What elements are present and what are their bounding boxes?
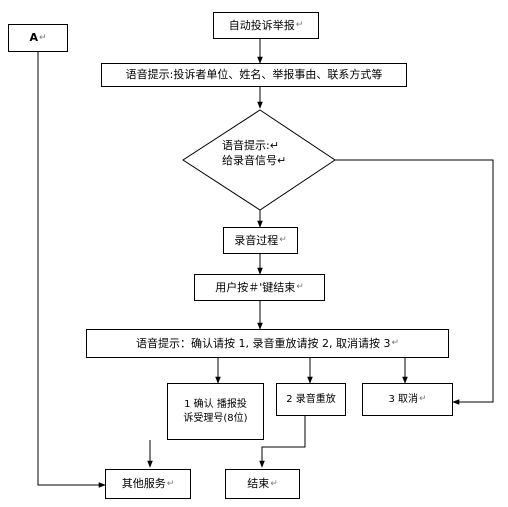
option-1-line1: 1 确认 播报投 bbox=[184, 399, 247, 410]
start-label: 自动投诉举报 bbox=[228, 18, 295, 32]
prompt-options-label: 语音提示：确认请按 1, 录音重放请按 2, 取消请按 3 bbox=[135, 336, 391, 350]
edge-opt2-to-finish bbox=[259, 416, 306, 468]
option-3-label: 3 取消 bbox=[388, 393, 418, 405]
prompt-info-box: 语音提示:投诉者单位、姓名、举报事由、联系方式等 bbox=[101, 63, 407, 87]
option-1-box: 1 确认 播报投 诉受理号(8位) bbox=[167, 383, 264, 440]
start-box: 自动投诉举报↵ bbox=[213, 12, 319, 39]
decision-line2: 给录音信号 bbox=[222, 153, 277, 167]
prompt-options-box: 语音提示：确认请按 1, 录音重放请按 2, 取消请按 3↵ bbox=[86, 329, 449, 358]
decision-text: 语音提示:↵ 给录音信号↵ bbox=[222, 139, 286, 169]
edit-mark: ↵ bbox=[279, 235, 287, 246]
edit-mark: ↵ bbox=[391, 338, 400, 349]
recording-label: 录音过程 bbox=[234, 233, 279, 247]
connector-a-box: A↵ bbox=[8, 24, 68, 52]
decision-line1: 语音提示: bbox=[222, 139, 270, 152]
prompt-info-label: 语音提示:投诉者单位、姓名、举报事由、联系方式等 bbox=[125, 68, 383, 82]
recording-box: 录音过程↵ bbox=[223, 227, 298, 254]
edit-mark: ↵ bbox=[296, 282, 304, 293]
edit-mark: ↵ bbox=[269, 139, 279, 152]
edit-mark: ↵ bbox=[295, 20, 304, 31]
option-3-box: 3 取消↵ bbox=[362, 383, 453, 416]
decision-diamond bbox=[182, 109, 336, 211]
hash-end-box: 用户按＃'键结束↵ bbox=[194, 274, 325, 301]
edit-mark: ↵ bbox=[166, 478, 175, 489]
connector-a-label: A bbox=[29, 31, 38, 45]
option-1-line2: 诉受理号(8位) bbox=[183, 412, 248, 424]
option-2-box: 2 录音重放 bbox=[276, 383, 346, 416]
edit-mark: ↵ bbox=[277, 153, 287, 167]
edit-mark: ↵ bbox=[270, 478, 278, 489]
finish-label: 结束 bbox=[247, 477, 270, 491]
edge-decision-to-opt3 bbox=[332, 159, 494, 405]
other-services-box: 其他服务↵ bbox=[105, 469, 191, 499]
edit-mark: ↵ bbox=[38, 32, 47, 43]
edit-mark: ↵ bbox=[419, 394, 427, 405]
edge-A-to-other bbox=[37, 52, 106, 488]
option-2-label: 2 录音重放 bbox=[286, 393, 336, 405]
hash-end-label: 用户按＃'键结束 bbox=[215, 280, 296, 294]
other-services-label: 其他服务 bbox=[121, 477, 166, 491]
finish-box: 结束↵ bbox=[225, 469, 300, 499]
